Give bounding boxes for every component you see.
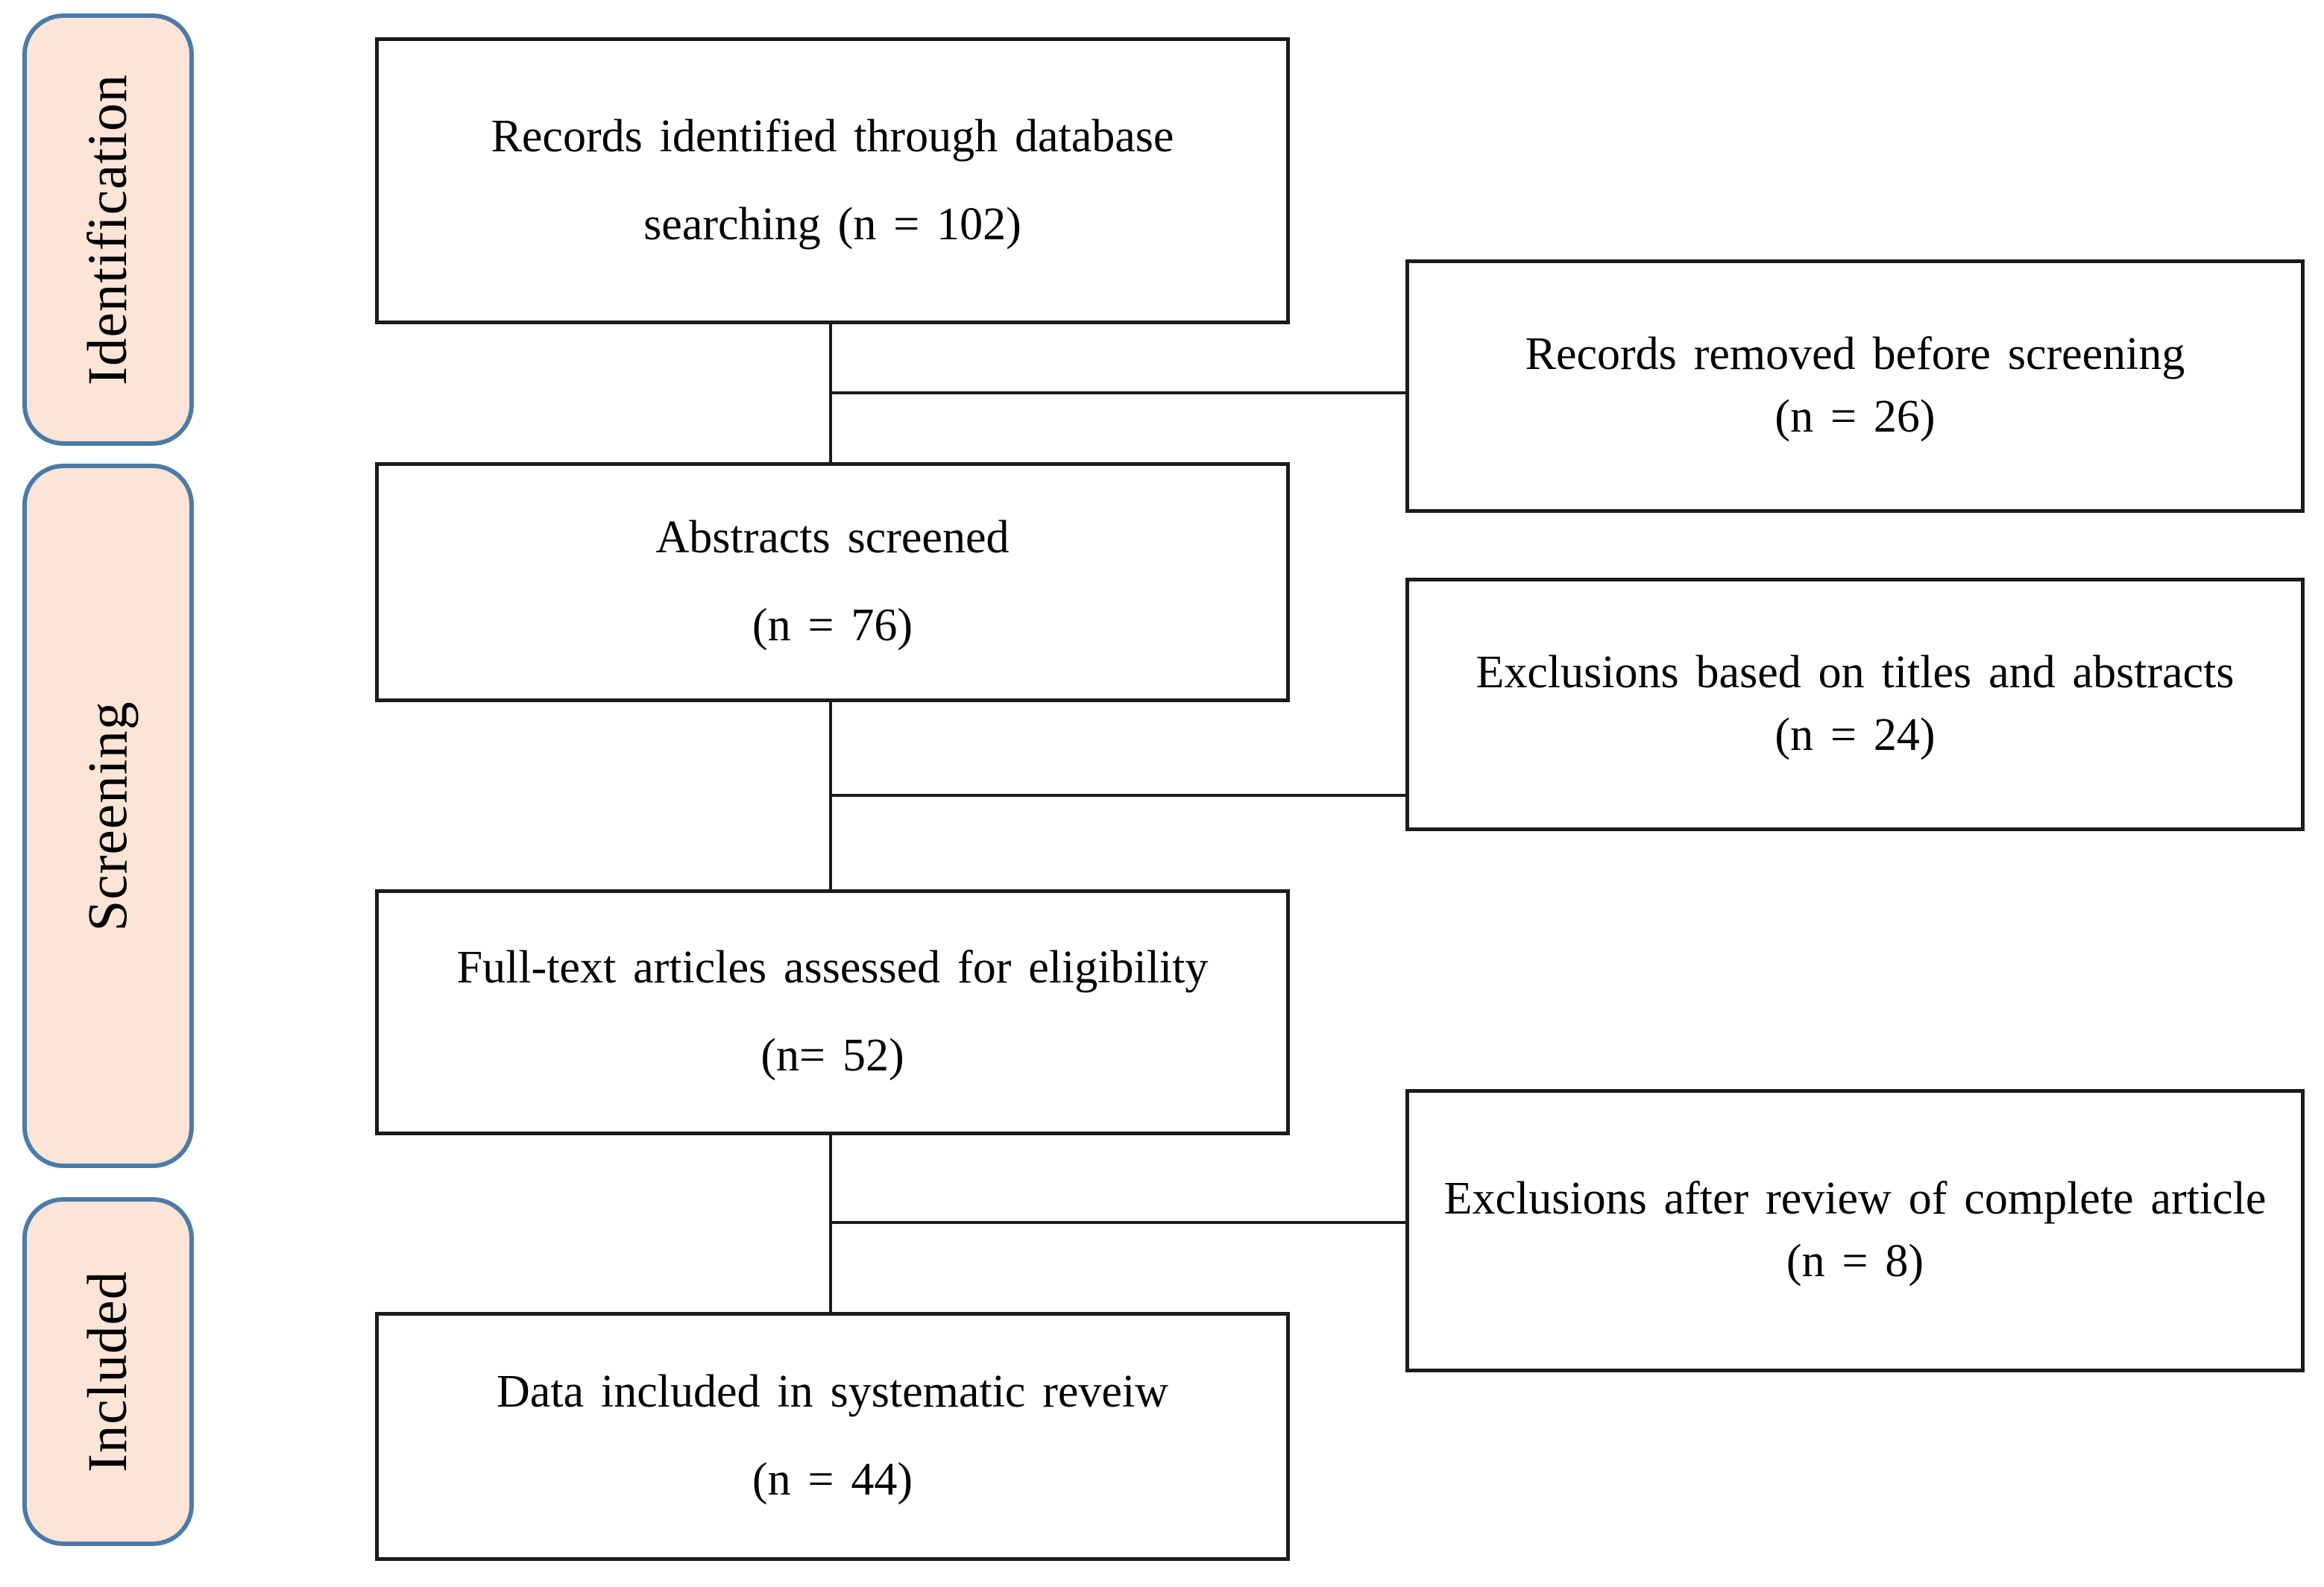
stage-included: Included [22,1197,194,1546]
box-records-identified-line1: Records identified through database [491,110,1174,162]
box-fulltext-assessed: Full-text articles assessed for eligibil… [375,889,1290,1135]
stage-screening: Screening [22,464,194,1168]
box-records-removed-line1: Records removed before screening [1525,329,2185,380]
box-exclusions-complete-article-line1: Exclusions after review of complete arti… [1443,1173,2267,1225]
stage-identification: Identification [22,13,194,446]
connector-branch-1 [831,391,1408,394]
connector-branch-3 [831,1221,1408,1224]
box-records-removed-line2: (n = 26) [1775,391,1936,442]
box-fulltext-assessed-line2: (n= 52) [761,1030,904,1081]
box-exclusions-titles-abstracts-line2: (n = 24) [1775,710,1936,760]
box-abstracts-screened-line2: (n = 76) [752,600,913,651]
box-abstracts-screened: Abstracts screened (n = 76) [375,462,1290,702]
box-exclusions-complete-article-line2: (n = 8) [1786,1236,1924,1287]
box-exclusions-complete-article: Exclusions after review of complete arti… [1405,1089,2305,1372]
box-abstracts-screened-line1: Abstracts screened [655,512,1010,564]
box-data-included-line1: Data included in systematic reveiw [497,1366,1168,1418]
box-records-identified-line2: searching (n = 102) [643,198,1021,250]
box-fulltext-assessed-line1: Full-text articles assessed for eligibil… [456,942,1209,994]
box-data-included-line2: (n = 44) [752,1454,913,1505]
box-exclusions-titles-abstracts-line1: Exclusions based on titles and abstracts [1476,647,2235,698]
box-records-removed: Records removed before screening (n = 26… [1405,259,2305,513]
connector-branch-2 [831,794,1408,797]
stage-screening-label: Screening [77,701,139,931]
box-records-identified: Records identified through database sear… [375,37,1290,324]
box-exclusions-titles-abstracts: Exclusions based on titles and abstracts… [1405,578,2305,831]
stage-included-label: Included [77,1270,139,1473]
stage-identification-label: Identification [77,73,139,386]
box-data-included: Data included in systematic reveiw (n = … [375,1312,1290,1561]
